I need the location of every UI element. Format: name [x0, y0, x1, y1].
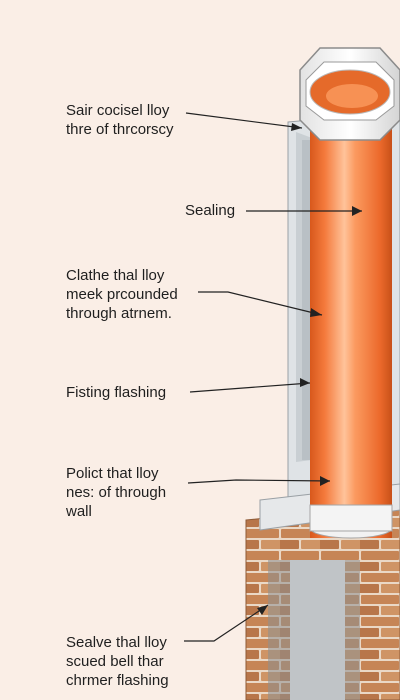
leader-fisting — [189, 382, 311, 393]
label-cap: Sair cocisel lloy thre of thrcorscy — [66, 102, 174, 138]
leader-pipe — [198, 291, 323, 316]
flue-pipe — [309, 120, 393, 539]
label-base: Sealve thal lloy scued bell thar chrmer … — [66, 634, 169, 689]
arrowhead-sealing — [352, 206, 362, 216]
label-fisting: Fisting flashing — [66, 384, 167, 401]
arrowhead-base — [257, 605, 268, 615]
arrowhead-fisting — [300, 378, 310, 387]
leader-wall — [187, 479, 331, 484]
label-sealing: Sealing — [185, 202, 236, 219]
label-pipe: Clathe thal lloy meek prcounded through … — [66, 267, 178, 322]
leader-lines — [184, 112, 362, 642]
arrowhead-cap — [291, 123, 302, 131]
pipe-cap — [299, 47, 400, 141]
arrowhead-wall — [320, 476, 330, 486]
arrowhead-pipe — [310, 308, 322, 317]
leader-base — [184, 604, 269, 642]
label-wall: Polict that lloy nes: of through wall — [66, 465, 167, 520]
leader-cap — [185, 112, 303, 129]
